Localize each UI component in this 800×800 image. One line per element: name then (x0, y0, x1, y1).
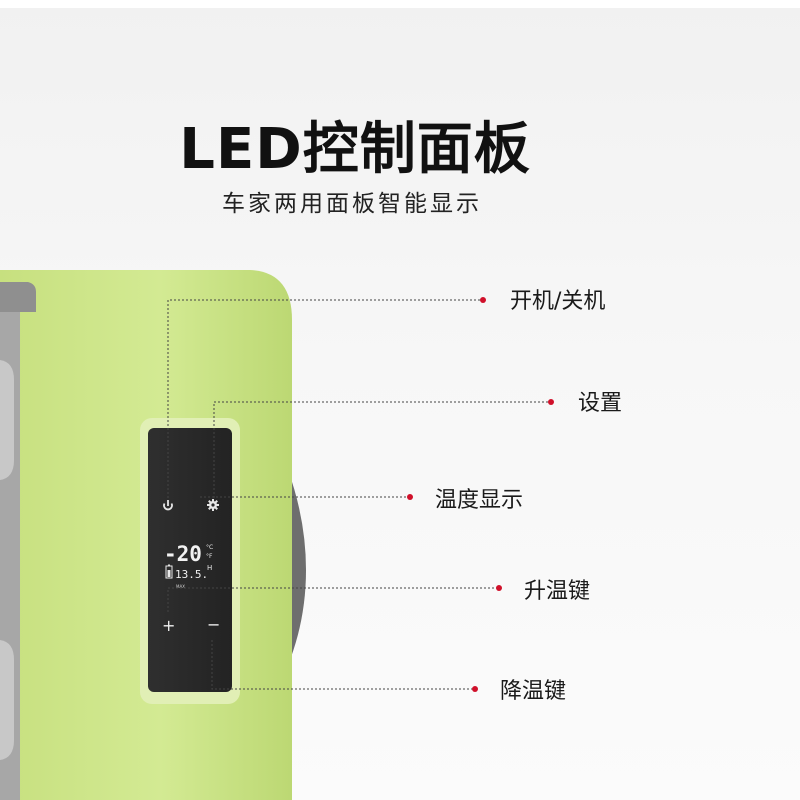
callout-temp-up: 升温键 (524, 579, 591, 604)
mode-label: MAX (176, 584, 185, 589)
temperature-readout: -20 (164, 542, 202, 566)
unit-fahrenheit: °F (206, 553, 213, 560)
dot-down (472, 686, 478, 692)
dot-power (480, 297, 486, 303)
callout-power: 开机/关机 (510, 289, 606, 314)
page-subtitle: 车家两用面板智能显示 (222, 191, 482, 217)
gear-icon[interactable] (207, 499, 219, 511)
battery-icon (165, 564, 173, 579)
dot-temp (407, 494, 413, 500)
page-title: LED控制面板 (179, 117, 531, 182)
leader-up (167, 587, 498, 612)
plus-button[interactable]: + (162, 616, 175, 635)
leader-setting (213, 401, 550, 498)
hinge-slot-2 (0, 640, 14, 760)
side-handle (288, 470, 306, 665)
callout-temp-display: 温度显示 (435, 488, 524, 513)
control-panel (148, 428, 232, 692)
hinge-slot-1 (0, 360, 14, 480)
mode-letter: H (207, 564, 212, 572)
power-icon[interactable] (163, 500, 173, 511)
voltage-readout: 13.5. (175, 568, 208, 581)
callout-setting: 设置 (578, 391, 623, 416)
top-band (0, 0, 800, 8)
dot-up (496, 585, 502, 591)
leader-power (167, 299, 482, 498)
unit-celsius: °C (206, 544, 213, 551)
minus-button[interactable]: − (207, 615, 220, 634)
callout-temp-down: 降温键 (500, 679, 567, 704)
dot-setting (548, 399, 554, 405)
leader-down (211, 640, 474, 690)
